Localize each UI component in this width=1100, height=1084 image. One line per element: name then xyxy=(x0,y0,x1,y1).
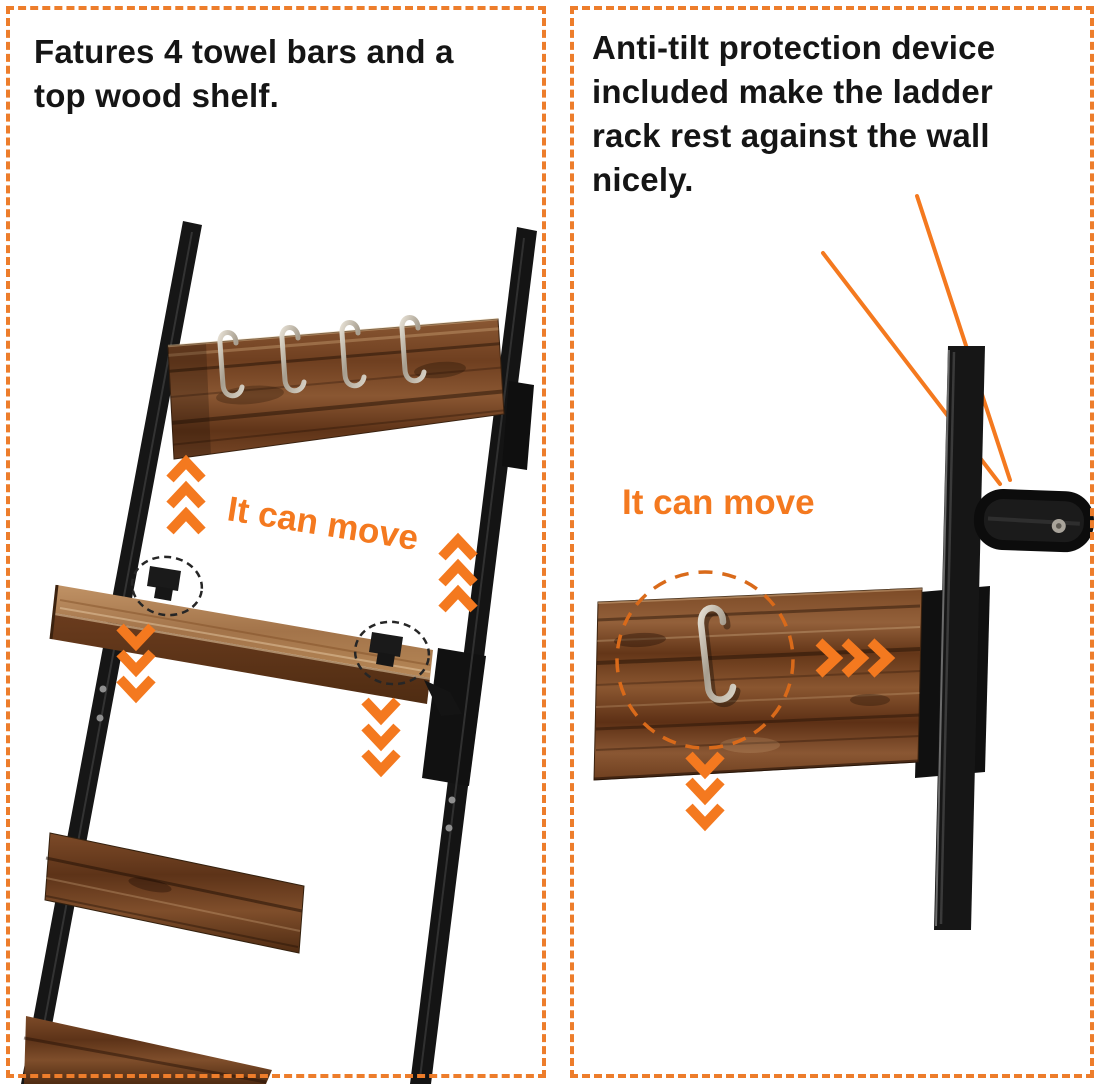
anti-tilt-closeup-photo: It can move xyxy=(593,194,1094,930)
s-hook-icon xyxy=(339,320,367,389)
feature-heading-right: Anti-tilt protection device included mak… xyxy=(592,26,1092,202)
lower-towel-bars xyxy=(23,832,305,1084)
shelf-hook-circles xyxy=(130,555,431,686)
ladder-rail xyxy=(934,346,985,930)
heading-line: included make the ladder xyxy=(592,72,993,110)
s-hook-icon xyxy=(399,315,427,384)
dashed-circle-icon xyxy=(353,620,431,686)
feature-heading-left: Fatures 4 towel bars and a top wood shel… xyxy=(34,30,539,118)
dashed-circle-icon xyxy=(130,555,204,617)
towel-hooks xyxy=(217,315,427,399)
down-arrows-right-icon xyxy=(365,701,397,770)
it-can-move-label: It can move xyxy=(225,489,421,558)
down-arrows-left-icon xyxy=(120,627,152,696)
s-hook-icon xyxy=(279,325,307,394)
s-hook-icon xyxy=(217,330,245,399)
up-arrows-left-icon xyxy=(170,462,202,531)
heading-line: rack rest against the wall xyxy=(592,116,990,154)
it-can-move-label: It can move xyxy=(622,483,815,522)
ladder-rack-photo: It can move xyxy=(21,221,537,1084)
up-arrows-right-icon xyxy=(442,540,474,609)
anti-tilt-strap xyxy=(973,489,1094,553)
heading-line: Anti-tilt protection device xyxy=(592,29,996,66)
down-arrows-icon xyxy=(689,755,721,824)
towel-bar-board xyxy=(593,587,923,781)
heading-line: Fatures 4 towel bars and a xyxy=(34,33,454,70)
dashed-circle-icon xyxy=(615,570,795,750)
s-hook xyxy=(697,604,741,708)
heading-line: top wood shelf. xyxy=(34,76,279,114)
heading-line: nicely. xyxy=(592,160,694,198)
s-hook-icon xyxy=(697,604,737,703)
towel-bar-top xyxy=(167,317,505,460)
